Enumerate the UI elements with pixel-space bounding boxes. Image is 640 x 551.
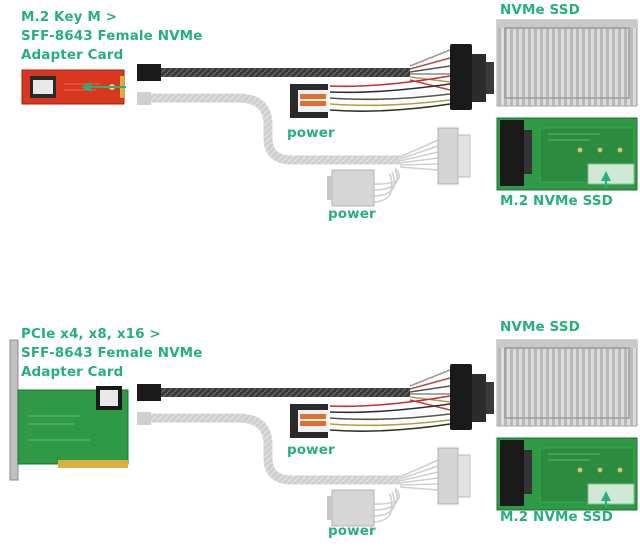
power-label-1b: power <box>328 206 376 222</box>
m2-adapter-card <box>21 69 126 105</box>
card-title-line: Adapter Card <box>21 47 124 63</box>
card-title-line: Adapter Card <box>21 364 124 380</box>
sff8643-plug-dark <box>137 64 161 81</box>
sff8643-plug-dark-2 <box>137 384 161 401</box>
panel-pcie-adapter <box>9 339 637 526</box>
sff8643-plug-gray-2 <box>137 412 151 425</box>
card-title-line: PCIe x4, x8, x16 > <box>21 326 161 342</box>
pcie-adapter-card <box>9 339 129 481</box>
m2-nvme-ssd-label-1: M.2 NVMe SSD <box>500 193 613 209</box>
card-title-2: PCIe x4, x8, x16 > SFF-8643 Female NVMe … <box>21 325 202 382</box>
card-title-line: SFF-8643 Female NVMe <box>21 345 203 361</box>
nvme-ssd-label-2: NVMe SSD <box>500 319 580 335</box>
card-title-line: M.2 Key M > <box>21 9 118 25</box>
m2-nvme-ssd-label-2: M.2 NVMe SSD <box>500 509 613 525</box>
card-title-1: M.2 Key M > SFF-8643 Female NVMe Adapter… <box>21 8 202 65</box>
card-title-line: SFF-8643 Female NVMe <box>21 28 203 44</box>
power-label-2a: power <box>287 442 335 458</box>
power-label-2b: power <box>328 523 376 539</box>
nvme-ssd-label-1: NVMe SSD <box>500 2 580 18</box>
power-label-1a: power <box>287 125 335 141</box>
sff8643-plug-gray <box>137 92 151 105</box>
panel-m2-adapter <box>21 20 637 206</box>
